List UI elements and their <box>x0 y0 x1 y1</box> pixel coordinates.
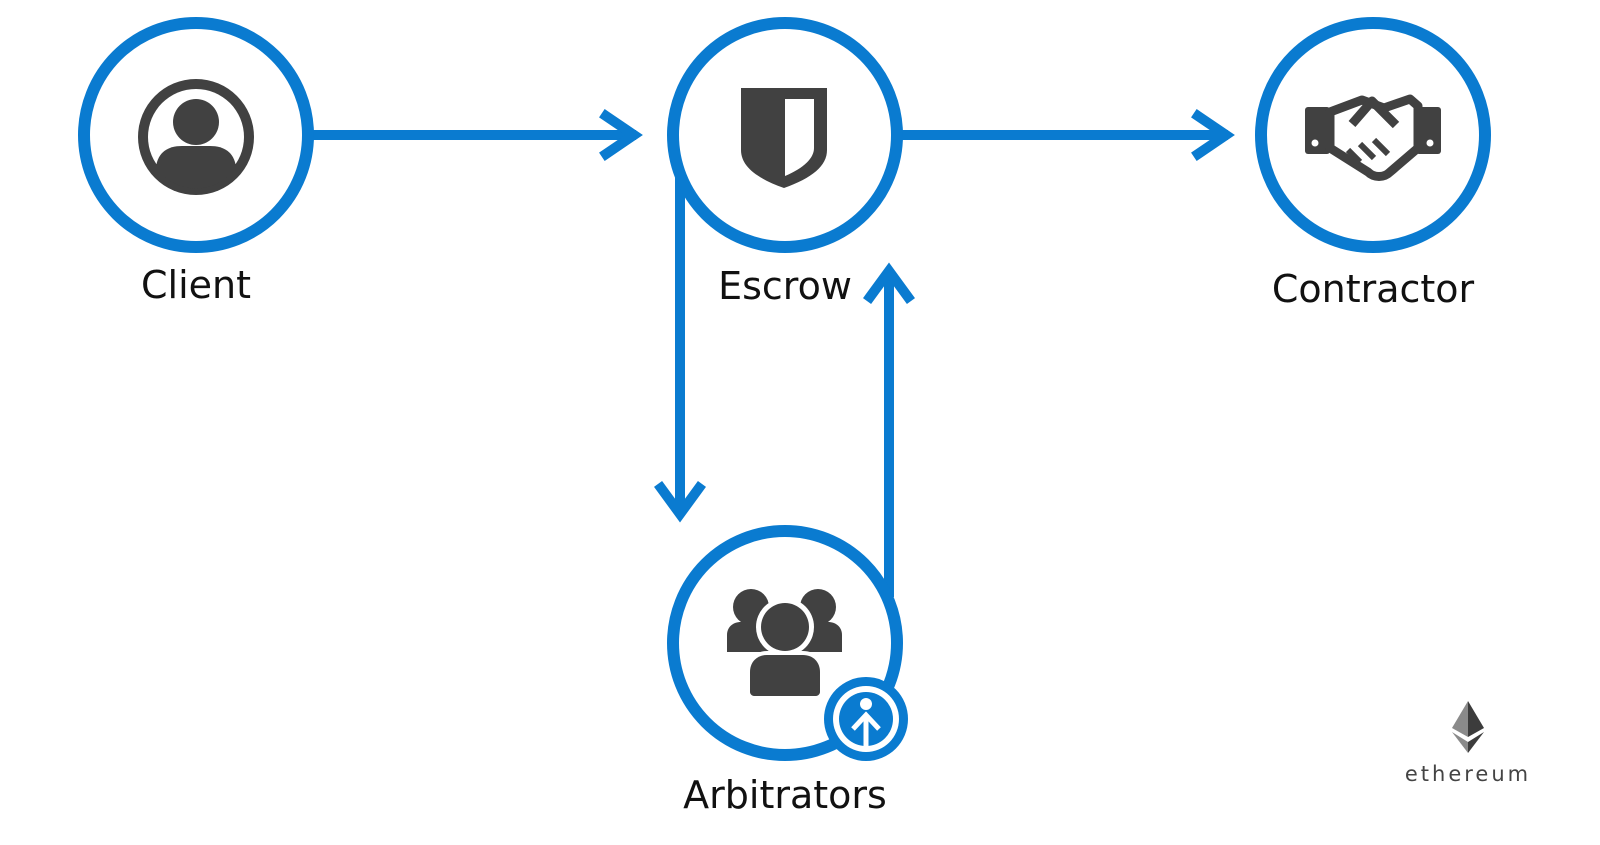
ethereum-wordmark: ethereum <box>1405 762 1531 786</box>
node-escrow: Escrow <box>667 17 903 308</box>
handshake-icon <box>1305 94 1441 181</box>
edge-client-to-escrow <box>312 109 643 161</box>
group-icon <box>727 589 842 696</box>
node-contractor: Contractor <box>1255 17 1491 311</box>
person-up-arrow-icon <box>824 677 908 761</box>
edge-escrow-to-contractor <box>900 109 1235 161</box>
shield-icon <box>741 88 827 188</box>
node-client-label: Client <box>141 263 251 307</box>
node-arbitrators: Arbitrators <box>667 525 908 817</box>
ethereum-branding: ethereum <box>1405 701 1531 786</box>
edge-arbitrators-to-escrow <box>863 262 915 597</box>
node-contractor-ring <box>1255 17 1491 253</box>
edge-escrow-to-arbitrators <box>654 170 706 523</box>
user-circle-icon <box>138 79 254 195</box>
node-arbitrators-label: Arbitrators <box>683 773 887 817</box>
node-escrow-label: Escrow <box>718 264 852 308</box>
node-contractor-label: Contractor <box>1272 267 1475 311</box>
ethereum-diamond-icon <box>1452 701 1484 753</box>
node-client: Client <box>78 17 314 307</box>
